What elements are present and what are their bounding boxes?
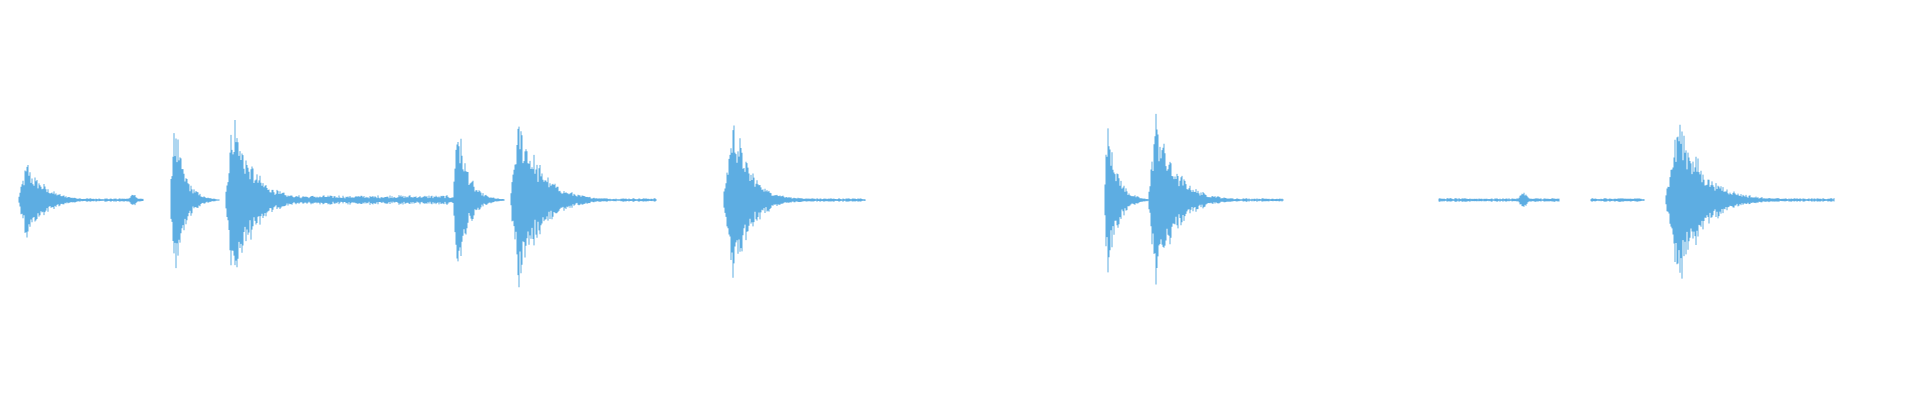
waveform-trace: [18, 113, 1835, 288]
